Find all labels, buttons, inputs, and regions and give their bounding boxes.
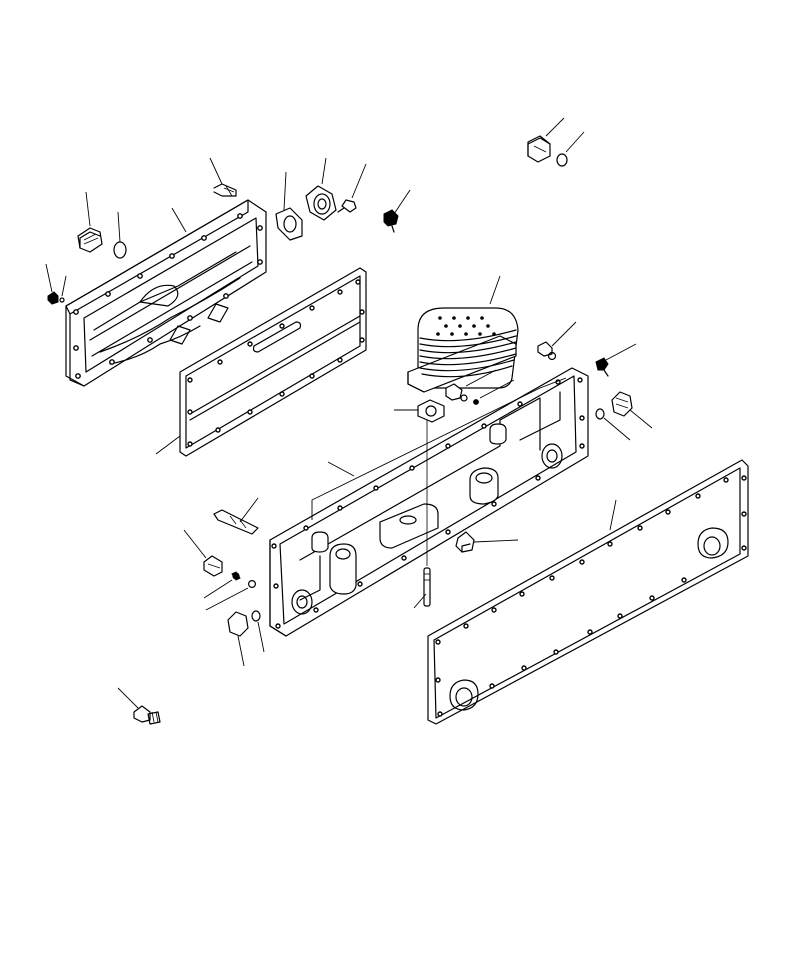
callout-leaders <box>46 118 652 708</box>
small-plug-left <box>48 292 64 304</box>
breather <box>384 210 398 232</box>
bolt-with-washers <box>204 556 255 587</box>
drain-plug <box>78 228 102 252</box>
housing-boss-1 <box>330 544 356 594</box>
magnetic-plug <box>596 392 632 419</box>
flange-bolt <box>338 200 356 212</box>
housing-boss-3 <box>470 468 498 504</box>
cooler-gasket <box>418 400 444 422</box>
cover-gasket <box>180 268 366 456</box>
housing-boss-2 <box>380 504 438 548</box>
elbow-connector <box>456 532 474 552</box>
stud-bolt <box>214 184 236 196</box>
drain-plug-upper-right <box>528 136 567 166</box>
cover-screw <box>596 358 608 376</box>
housing-gasket <box>428 460 748 724</box>
housing-boss-4 <box>312 424 506 552</box>
long-stud-left <box>214 510 258 534</box>
cooler-plate-dots <box>437 317 496 336</box>
outer-cover <box>66 200 266 386</box>
long-bolt <box>424 420 430 606</box>
flange <box>306 186 336 220</box>
drain-plug-bottom <box>228 611 260 636</box>
plug-o-ring <box>114 242 126 258</box>
flange-gasket <box>276 208 302 240</box>
bottom-stud <box>134 706 160 724</box>
cooler-housing <box>270 368 588 636</box>
oil-cooler-core <box>408 308 518 392</box>
union-bolt <box>446 384 478 404</box>
washers <box>538 342 556 360</box>
